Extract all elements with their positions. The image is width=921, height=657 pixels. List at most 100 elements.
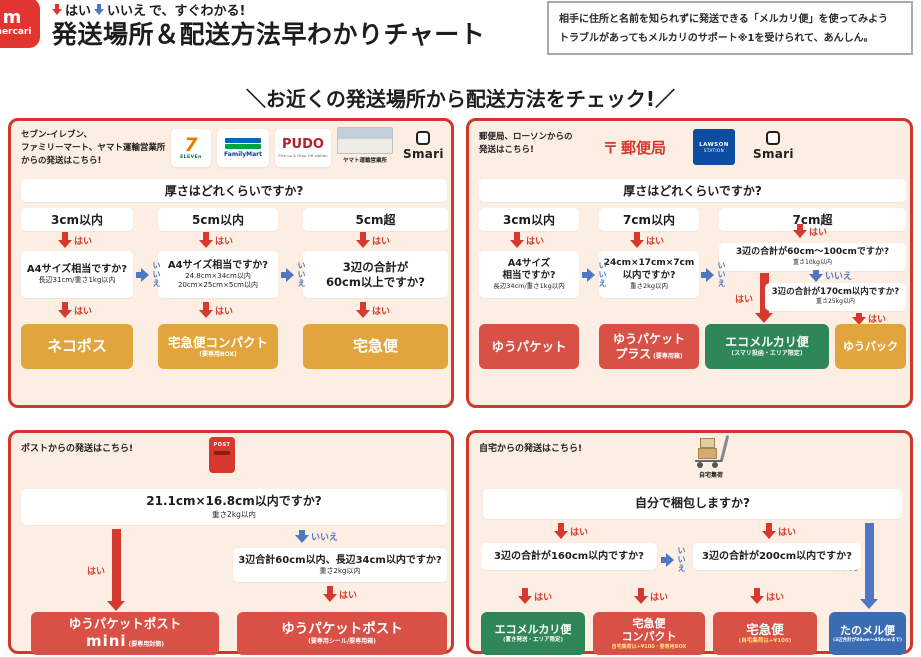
- service-yu-packet-plus: ゆうパケット プラス (要専用箱): [599, 324, 699, 369]
- arrow-down-icon: [554, 523, 568, 539]
- question-a4: A4サイズ相当ですか? 長辺31cm/重さ1kg以内: [21, 251, 133, 298]
- no-label: いいえ: [297, 261, 306, 288]
- flow-yes: はい: [58, 232, 92, 248]
- service-yu-packet-post-mini: ゆうパケットポスト mini (要専用封筒): [31, 612, 219, 655]
- size-text: 3cm以内: [51, 213, 103, 227]
- yes-label: はい: [778, 527, 797, 538]
- question-text: 21.1cm×16.8cm以内ですか?: [146, 494, 322, 509]
- size-option-5cm: 5cm以内: [158, 208, 278, 231]
- arrow-down-icon: [630, 232, 644, 248]
- service-name: mini: [85, 631, 127, 650]
- arrow-down-icon: [58, 232, 72, 248]
- section-heading: ＼お近くの発送場所から配送方法をチェック!／: [245, 87, 676, 111]
- flow-no: いいえ: [661, 546, 687, 573]
- info-line-2: トラブルがあってもメルカリのサポート※1を受けられて、あんしん。: [559, 33, 874, 44]
- flow-yes: はい: [554, 523, 588, 539]
- service-name: エコメルカリ便: [725, 335, 809, 350]
- flow-yes: はい: [762, 523, 796, 539]
- panel-home-header: 自宅からの発送はこちら!: [479, 444, 583, 454]
- arrow-down-icon: [860, 523, 879, 609]
- yes-label: はい: [372, 236, 391, 247]
- thickness-question: 厚さはどれくらいですか?: [479, 179, 906, 202]
- flow-no: いいえ: [295, 530, 338, 543]
- question-subtext: 重さ2kg以内: [319, 566, 361, 575]
- question-subtext: 長辺34cm/重さ1kg以内: [493, 282, 565, 291]
- no-label: いいえ: [152, 261, 161, 288]
- familymart-logo: FamilyMart: [217, 129, 269, 167]
- service-note: (要専用BOX): [199, 350, 237, 358]
- service-note: (スマリ投函・エリア限定): [731, 350, 803, 358]
- question-self-pack: 自分で梱包しますか?: [483, 489, 902, 519]
- question-text: 厚さはどれくらいですか?: [164, 184, 304, 198]
- arrow-down-icon: [295, 530, 309, 543]
- yamato-photo: [337, 127, 393, 154]
- smari-icon: [766, 131, 781, 145]
- service-takkyubin-compact: 宅急便コンパクト (要専用BOX): [158, 324, 278, 369]
- yes-label: はい: [372, 306, 391, 317]
- question-text: 60cm以上ですか?: [326, 274, 425, 289]
- panel-post-office: 郵便局、ローソンからの 発送はこちら! 〒 郵便局 LAWSON STATION…: [466, 118, 913, 408]
- arrow-down-icon: [356, 232, 370, 248]
- flow-yes: はい: [518, 588, 552, 604]
- no-label: いいえ: [311, 533, 339, 543]
- arrow-down-icon: [755, 273, 774, 323]
- smari-logo: Smari: [753, 131, 794, 161]
- panel-post-office-header: 郵便局、ローソンからの 発送はこちら!: [479, 131, 599, 157]
- service-takkyubin-compact: 宅急便 コンパクト 自宅集荷は+¥100・要専用BOX: [593, 612, 705, 655]
- flow-yes: はい: [634, 588, 668, 604]
- seven-eleven-text: ELEVEn: [180, 155, 202, 160]
- question-subtext: 重さ2kg以内: [212, 509, 256, 519]
- size-text: 5cm超: [355, 213, 396, 227]
- lawson-logo: LAWSON STATION: [693, 129, 735, 165]
- service-name: 宅急便: [746, 622, 784, 638]
- flow-yes-mini: はい: [87, 529, 126, 611]
- flow-yes: はい: [356, 302, 390, 318]
- info-line-1: 相手に住所と名前を知られずに発送できる「メルカリ便」を使ってみよう: [559, 14, 888, 25]
- question-text: 24cm×17cm×7cm: [603, 258, 695, 269]
- flow-yes: はい: [630, 232, 664, 248]
- familymart-bar-icon: [225, 144, 261, 149]
- lawson-subtext: STATION: [703, 147, 725, 153]
- service-name: 宅急便: [632, 616, 666, 630]
- service-note: (要専用箱): [653, 352, 683, 360]
- service-note: (要専用シール/要専用箱): [308, 638, 376, 646]
- service-name: 宅急便: [352, 337, 398, 356]
- service-tanomeru-bin: たのメル便 (3辺合計が80cm〜450cmまで): [829, 612, 906, 655]
- flow-yes: はい: [750, 588, 784, 604]
- arrow-right-icon: [701, 267, 714, 282]
- seven-eleven-7: 7: [184, 134, 198, 156]
- question-subtext: 重さ2kg以内: [629, 282, 669, 291]
- panel-home: 自宅からの発送はこちら! 自宅集荷 自分で梱包しますか? はい はい いいえ 3…: [466, 430, 913, 655]
- pudo-logo: PUDO Pick up & Drop Off station: [275, 129, 331, 167]
- panel-postbox-header: ポストからの発送はこちら!: [21, 444, 134, 454]
- arrow-down-icon: [323, 586, 337, 602]
- question-text: A4サイズ: [507, 257, 551, 269]
- arrow-right-icon: [582, 267, 595, 282]
- arrow-down-icon: [750, 588, 764, 604]
- smari-logo: Smari: [403, 131, 444, 161]
- familymart-text: FamilyMart: [224, 151, 262, 158]
- service-name: ゆうパケットポスト: [68, 616, 182, 632]
- flow-no: いいえ: [809, 269, 852, 282]
- arrow-down-icon: [762, 523, 776, 539]
- arrow-down-icon: [852, 312, 866, 325]
- tagline: はい いいえ で、すぐわかる!: [52, 0, 245, 19]
- flow-yes: はい: [58, 302, 92, 318]
- panel-konbini-header: セブン-イレブン、 ファミリーマート、ヤマト運輸営業所 からの発送はこちら!: [21, 129, 173, 169]
- yes-label: はい: [766, 592, 785, 603]
- service-note: (要専用封筒): [128, 640, 165, 648]
- flow-yes: はい: [793, 224, 827, 238]
- question-text: 厚さはどれくらいですか?: [623, 184, 762, 198]
- home-pickup-icon: [693, 435, 730, 469]
- service-name: ゆうパケット: [491, 338, 567, 354]
- size-text: 7cm超: [792, 213, 833, 227]
- question-text: 以内ですか?: [622, 269, 676, 281]
- yes-label: はい: [215, 236, 234, 247]
- question-200cm: 3辺の合計が200cm以内ですか?: [693, 543, 861, 570]
- tagline-no: いいえ: [107, 4, 147, 19]
- question-170cm: 3辺の合計が170cm以内ですか? 重さ25kg以内: [765, 283, 906, 311]
- question-plus-box: 24cm×17cm×7cm 以内ですか? 重さ2kg以内: [599, 251, 699, 298]
- service-eco-mercari: エコメルカリ便 (置き発送・エリア限定): [481, 612, 585, 655]
